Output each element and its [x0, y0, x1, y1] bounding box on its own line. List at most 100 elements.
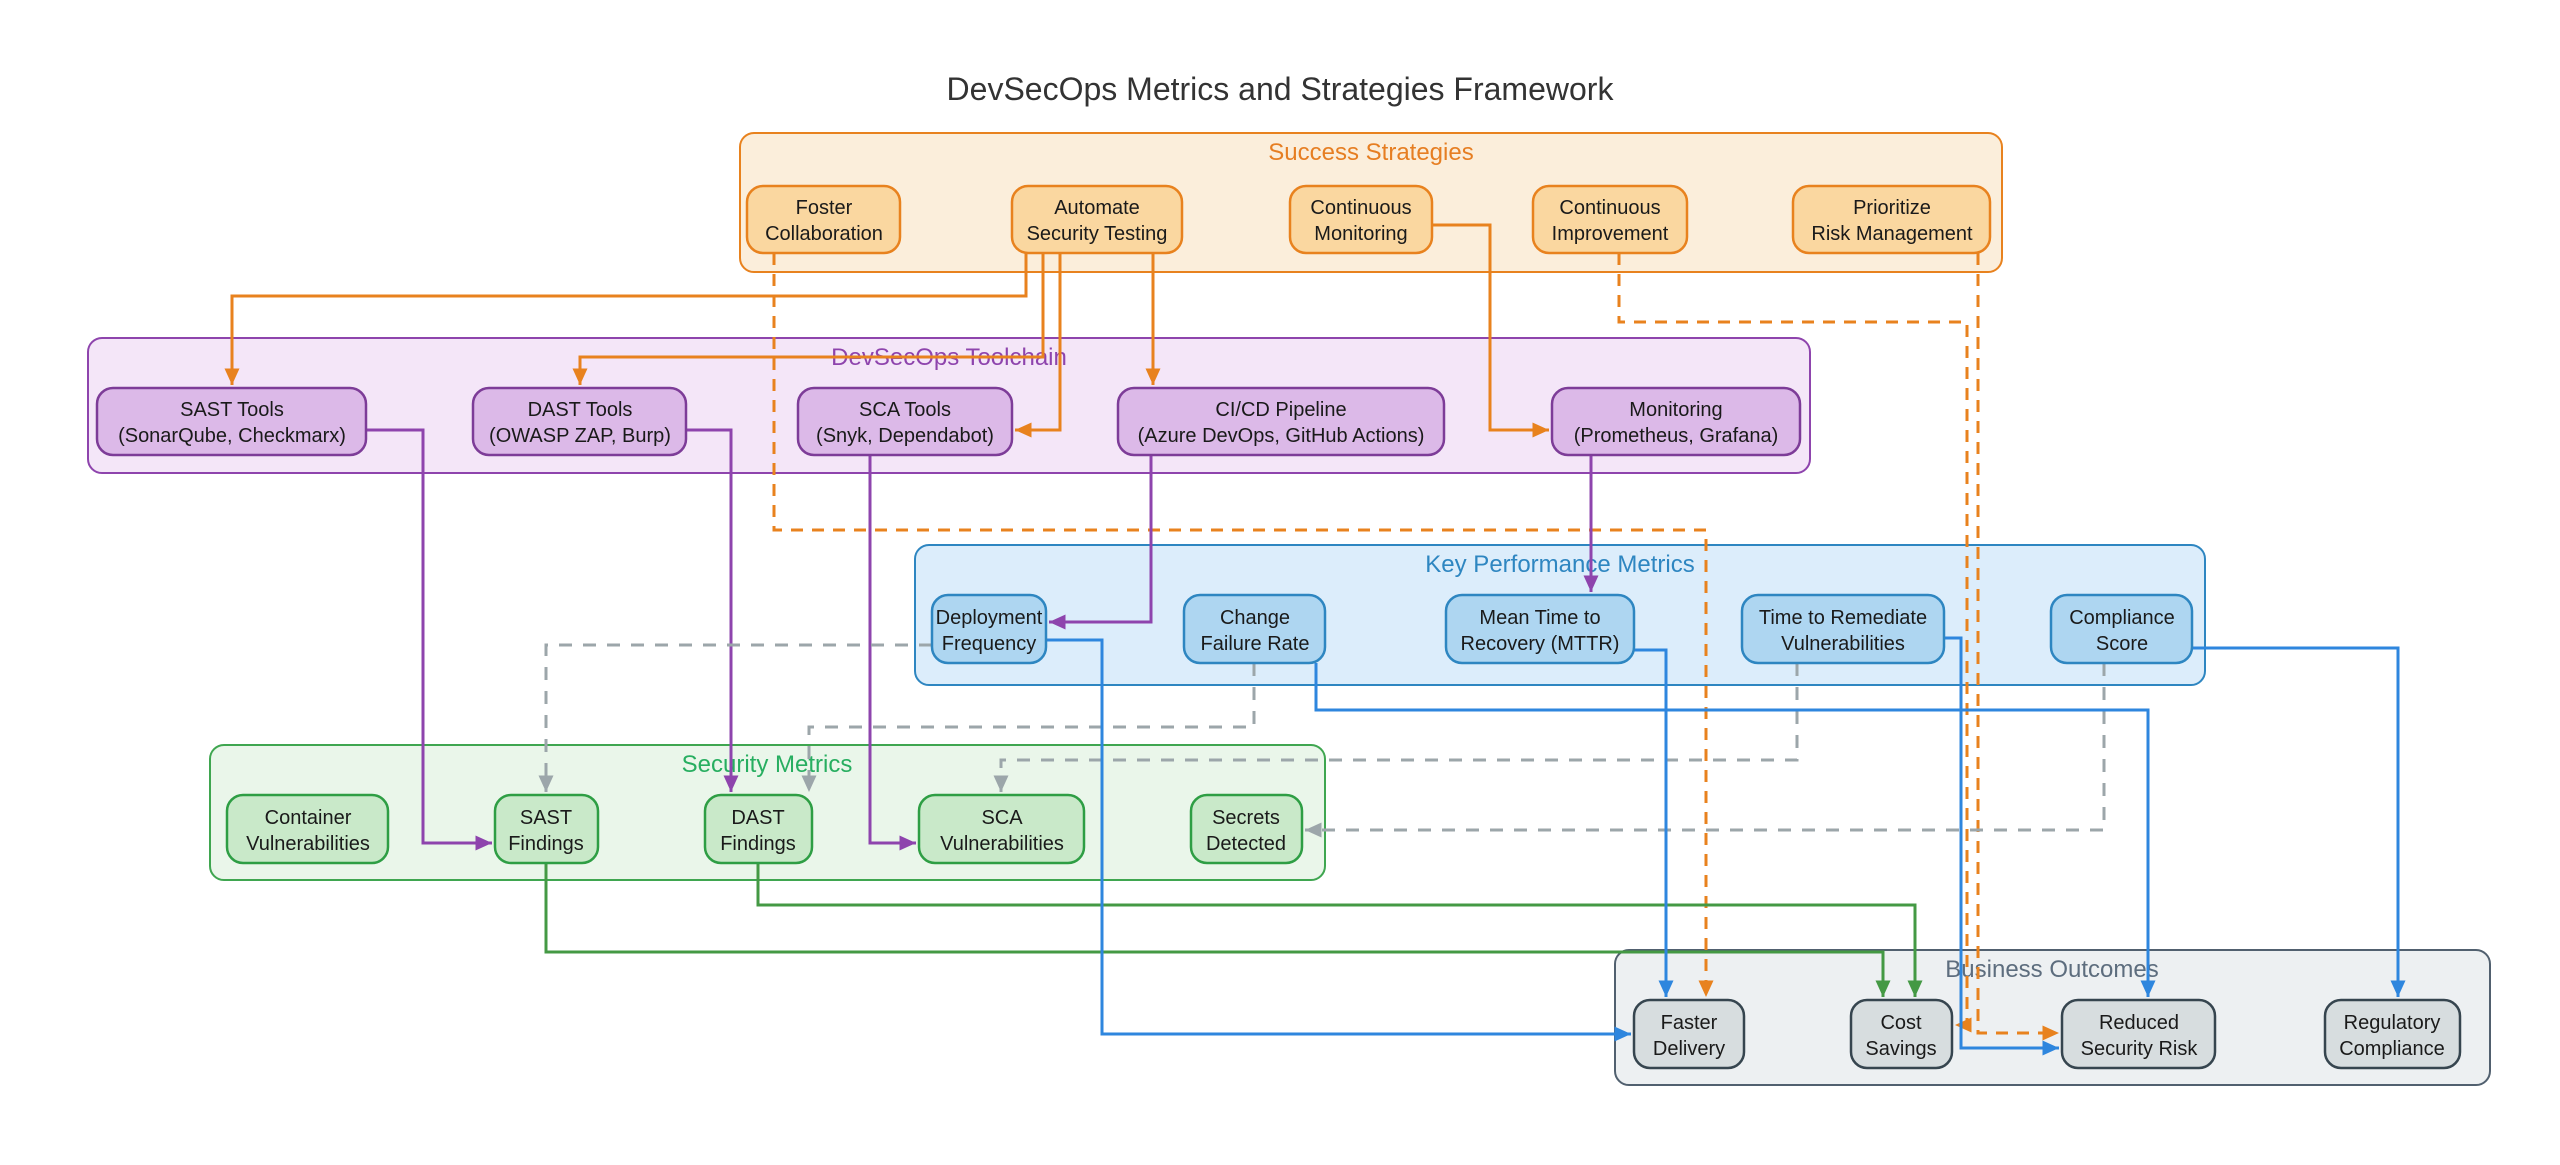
edge-change-failure-rate-to-dast-findings — [801, 663, 1256, 792]
node-dast-findings: DAST Findings — [703, 793, 814, 865]
edge-time-to-remediate-to-reduced-security-risk — [1944, 636, 2059, 1056]
node-regulatory-compliance: Regulatory Compliance — [2323, 998, 2462, 1070]
edge-foster-collaboration-to-faster-delivery — [772, 253, 1714, 997]
node-label: Foster — [796, 197, 853, 219]
node-change-failure-rate: Change Failure Rate — [1182, 593, 1327, 665]
edge-sca-tools-to-sca-vulnerabilities — [868, 455, 916, 851]
node-box-time-to-remediate-vulnerabilities — [1740, 593, 1946, 665]
node-label: Security Risk — [2081, 1038, 2199, 1060]
node-monitoring: Monitoring (Prometheus, Grafana) — [1550, 386, 1802, 457]
node-box-automate-security-testing — [1010, 184, 1184, 255]
node-label: Findings — [720, 833, 796, 855]
node-box-container-vulnerabilities — [225, 793, 390, 865]
node-box-change-failure-rate — [1182, 593, 1327, 665]
node-sca-tools: SCA Tools (Snyk, Dependabot) — [796, 386, 1014, 457]
node-sast-tools: SAST Tools (SonarQube, Checkmarx) — [95, 386, 368, 457]
node-cicd-pipeline: CI/CD Pipeline (Azure DevOps, GitHub Act… — [1116, 386, 1446, 457]
node-label: DAST — [731, 807, 784, 829]
node-automate-security-testing: Automate Security Testing — [1010, 184, 1184, 255]
edge-dast-findings-to-cost-savings — [756, 863, 1923, 997]
node-label: Detected — [1206, 833, 1286, 855]
node-sca-vulnerabilities: SCA Vulnerabilities — [917, 793, 1086, 865]
node-label: Reduced — [2099, 1012, 2179, 1034]
node-box-prioritize-risk-management — [1791, 184, 1992, 255]
edge-automate-to-sast-tools — [224, 253, 1028, 385]
diagram-title: DevSecOps Metrics and Strategies Framewo… — [947, 71, 1615, 107]
node-label: Monitoring — [1629, 399, 1722, 421]
node-deployment-frequency: Deployment Frequency — [930, 593, 1048, 665]
node-label: Vulnerabilities — [940, 833, 1064, 855]
node-dast-tools: DAST Tools (OWASP ZAP, Burp) — [471, 386, 688, 457]
edge-change-failure-rate-to-reduced-security-risk — [1314, 663, 2156, 997]
node-label: Findings — [508, 833, 584, 855]
cluster-label-key-performance-metrics: Key Performance Metrics — [1425, 551, 1694, 578]
node-box-dast-tools — [471, 386, 688, 457]
node-box-cicd-pipeline — [1116, 386, 1446, 457]
node-box-deployment-frequency — [930, 593, 1048, 665]
node-label: (Azure DevOps, GitHub Actions) — [1138, 425, 1425, 447]
node-foster-collaboration: Foster Collaboration — [745, 184, 902, 255]
node-label: Regulatory — [2344, 1012, 2441, 1034]
cluster-label-business-outcomes: Business Outcomes — [1945, 956, 2158, 983]
edge-cicd-pipeline-to-deployment-frequency — [1049, 455, 1153, 630]
node-label: Delivery — [1653, 1038, 1725, 1060]
node-label: Failure Rate — [1201, 633, 1310, 655]
node-label: Mean Time to — [1479, 607, 1600, 629]
node-label: Security Testing — [1027, 223, 1168, 245]
node-label: Risk Management — [1811, 223, 1973, 245]
edge-prioritize-risk-management-to-reduced-security-risk — [1976, 253, 2059, 1041]
cluster-label-success-strategies: Success Strategies — [1268, 139, 1473, 166]
edge-automate-to-dast-tools — [572, 253, 1045, 385]
node-label: Automate — [1054, 197, 1140, 219]
node-box-continuous-monitoring — [1288, 184, 1434, 255]
node-mttr: Mean Time to Recovery (MTTR) — [1444, 593, 1636, 665]
edge-deployment-frequency-to-sast-findings — [538, 643, 932, 792]
node-box-sca-tools — [796, 386, 1014, 457]
node-box-sca-vulnerabilities — [917, 793, 1086, 865]
node-label: Container — [265, 807, 352, 829]
node-label: Collaboration — [765, 223, 883, 245]
node-box-sast-findings — [493, 793, 600, 865]
node-label: Savings — [1865, 1038, 1936, 1060]
node-label: Improvement — [1552, 223, 1669, 245]
node-label: Cost — [1880, 1012, 1922, 1034]
edge-deployment-frequency-to-faster-delivery — [1046, 638, 1631, 1042]
node-label: Frequency — [942, 633, 1037, 655]
edge-automate-to-sca-tools — [1015, 253, 1062, 438]
node-label: Vulnerabilities — [1781, 633, 1905, 655]
node-label: SCA Tools — [859, 399, 951, 421]
node-label: (SonarQube, Checkmarx) — [118, 425, 346, 447]
edge-dast-tools-to-dast-findings — [686, 428, 739, 792]
node-label: SCA — [981, 807, 1023, 829]
node-label: Compliance — [2339, 1038, 2445, 1060]
node-time-to-remediate-vulnerabilities: Time to Remediate Vulnerabilities — [1740, 593, 1946, 665]
node-box-sast-tools — [95, 386, 368, 457]
node-label: SAST Tools — [180, 399, 284, 421]
edge-sast-findings-to-cost-savings — [544, 863, 1891, 997]
node-label: Change — [1220, 607, 1290, 629]
node-label: (Prometheus, Grafana) — [1574, 425, 1779, 447]
node-label: SAST — [520, 807, 572, 829]
edge-sast-tools-to-sast-findings — [366, 428, 492, 851]
node-label: DAST Tools — [528, 399, 633, 421]
node-box-compliance-score — [2049, 593, 2194, 665]
node-label: Monitoring — [1314, 223, 1407, 245]
node-label: Faster — [1661, 1012, 1718, 1034]
node-label: Deployment — [936, 607, 1043, 629]
node-label: Compliance — [2069, 607, 2175, 629]
node-prioritize-risk-management: Prioritize Risk Management — [1791, 184, 1992, 255]
node-box-monitoring — [1550, 386, 1802, 457]
node-label: Vulnerabilities — [246, 833, 370, 855]
node-box-dast-findings — [703, 793, 814, 865]
edge-mttr-to-faster-delivery — [1634, 648, 1674, 997]
node-box-faster-delivery — [1632, 998, 1746, 1070]
node-box-regulatory-compliance — [2323, 998, 2462, 1070]
node-secrets-detected: Secrets Detected — [1189, 793, 1304, 865]
node-label: (Snyk, Dependabot) — [816, 425, 994, 447]
node-sast-findings: SAST Findings — [493, 793, 600, 865]
edge-compliance-score-to-secrets-detected — [1305, 663, 2106, 838]
node-compliance-score: Compliance Score — [2049, 593, 2194, 665]
node-label: Continuous — [1559, 197, 1660, 219]
node-label: CI/CD Pipeline — [1215, 399, 1346, 421]
